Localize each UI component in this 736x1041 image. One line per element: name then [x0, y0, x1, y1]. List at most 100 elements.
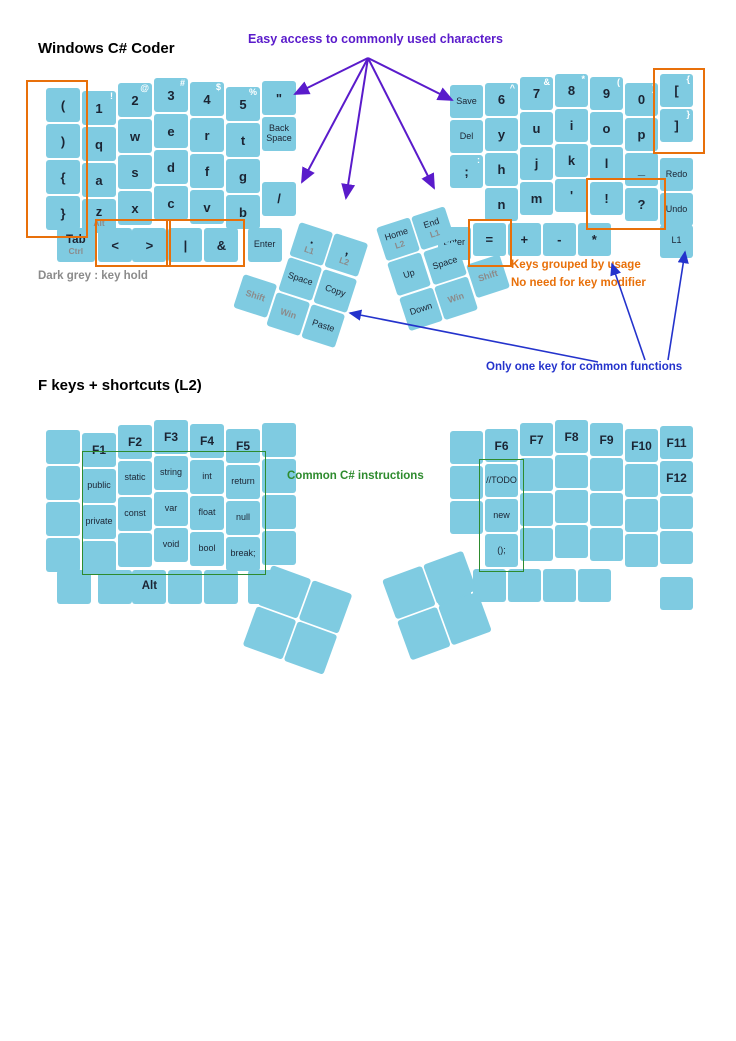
key-blank: [520, 528, 553, 561]
key-blank: [590, 528, 623, 561]
key-6: 6^: [485, 83, 518, 116]
hold-label: L1: [302, 244, 316, 257]
key-0: 0): [625, 83, 658, 116]
key-redo: Redo: [660, 158, 693, 191]
key-m: m: [520, 182, 553, 215]
key-l: l: [590, 147, 623, 180]
key-brace-close: }: [46, 196, 80, 230]
key-f1: F1: [82, 433, 116, 467]
shift-symbol-label: !: [110, 91, 113, 101]
shift-symbol-label: $: [215, 82, 221, 92]
key-blank: [520, 458, 553, 491]
key-greater-than: >: [132, 228, 167, 262]
key-save: Save: [450, 85, 483, 118]
key-underscore: _: [625, 153, 658, 186]
key-b: b: [226, 195, 260, 229]
key-9: 9(: [590, 77, 623, 110]
shift-symbol-label: {: [686, 74, 690, 84]
key-c: c: [154, 186, 188, 220]
key-blank: [168, 570, 203, 604]
hold-label: Alt: [93, 217, 105, 228]
key-blank: [204, 570, 239, 604]
key-minus: -: [542, 223, 576, 256]
key-float: float: [190, 496, 224, 530]
key-blank: [98, 570, 133, 604]
layer2-title: F keys + shortcuts (L2): [38, 377, 202, 394]
key-null: null: [226, 501, 260, 535]
key-4: 4$: [190, 82, 224, 116]
key-paren-close: ): [46, 124, 80, 158]
key-f7: F7: [520, 423, 553, 456]
grouped-note-line2: No need for key modifier: [511, 277, 646, 289]
hold-label: L2: [393, 237, 406, 251]
key-blank: [577, 569, 611, 602]
layer1-title: Windows C# Coder: [38, 40, 175, 57]
key-j: j: [520, 147, 553, 180]
key-slash: /: [262, 181, 296, 216]
key-a: a: [82, 163, 116, 197]
key-bracket-close: ]}: [660, 109, 693, 142]
key-pipe: |: [168, 228, 203, 262]
shift-symbol-label: }: [686, 109, 690, 119]
key-8: 8*: [555, 74, 588, 107]
key-y: y: [485, 118, 518, 151]
key-less-than: <: [98, 228, 133, 262]
key-blank: [46, 502, 80, 536]
key-r: r: [190, 118, 224, 152]
key-o: o: [590, 112, 623, 145]
key-string: string: [154, 456, 188, 490]
key-blank: [46, 466, 80, 500]
key-1: 1!: [82, 91, 116, 125]
key-i: i: [555, 109, 588, 142]
key-blank: [118, 533, 152, 567]
key-blank: [450, 501, 483, 534]
key-u: u: [520, 112, 553, 145]
shift-symbol-label: ^: [509, 83, 515, 93]
key-break: break;: [226, 537, 260, 571]
key-equals: =: [472, 223, 506, 256]
shift-symbol-label: :: [477, 155, 480, 165]
key-back-space: Back Space: [262, 117, 296, 151]
key-s: s: [118, 155, 152, 189]
key-f3: F3: [154, 420, 188, 454]
key-f6: F6: [485, 429, 518, 462]
key-ampersand: &: [204, 228, 239, 262]
key-blank: [660, 496, 693, 529]
key-7: 7&: [520, 77, 553, 110]
key-blank: [450, 466, 483, 499]
key-f9: F9: [590, 423, 623, 456]
key-question: ?: [625, 188, 658, 221]
key-asterisk: *: [577, 223, 611, 256]
key-t: t: [226, 123, 260, 157]
key-paren-open: (: [46, 88, 80, 122]
key-quote: ": [262, 81, 296, 115]
arrow-easy-to-right-thumb: [367, 57, 435, 190]
key-f8: F8: [555, 420, 588, 453]
key-3: 3#: [154, 78, 188, 112]
arrow-onekey-to-l1: [667, 250, 689, 361]
key-int: int: [190, 460, 224, 494]
key-brace-open: {: [46, 160, 80, 194]
key-var: var: [154, 492, 188, 526]
key-blank: [262, 531, 296, 565]
key-blank: [660, 576, 693, 610]
arrow-easy-to-save: [367, 57, 454, 101]
key-public: public: [82, 469, 116, 503]
key-hold-note: Dark grey : key hold: [38, 270, 148, 282]
key-f4: F4: [190, 424, 224, 458]
key-blank: [555, 455, 588, 488]
key-n: n: [485, 188, 518, 221]
shift-symbol-label: @: [140, 83, 149, 93]
key-blank: [625, 499, 658, 532]
key-blank: [542, 569, 576, 602]
key-bracket-open: [{: [660, 74, 693, 107]
key-blank: [82, 541, 116, 575]
key-e: e: [154, 114, 188, 148]
key-private: private: [82, 505, 116, 539]
key-const: const: [118, 497, 152, 531]
key-blank: [625, 464, 658, 497]
key-new: new: [485, 499, 518, 532]
shift-symbol-label: *: [581, 74, 585, 84]
arrow-easy-to-slash: [301, 57, 369, 184]
